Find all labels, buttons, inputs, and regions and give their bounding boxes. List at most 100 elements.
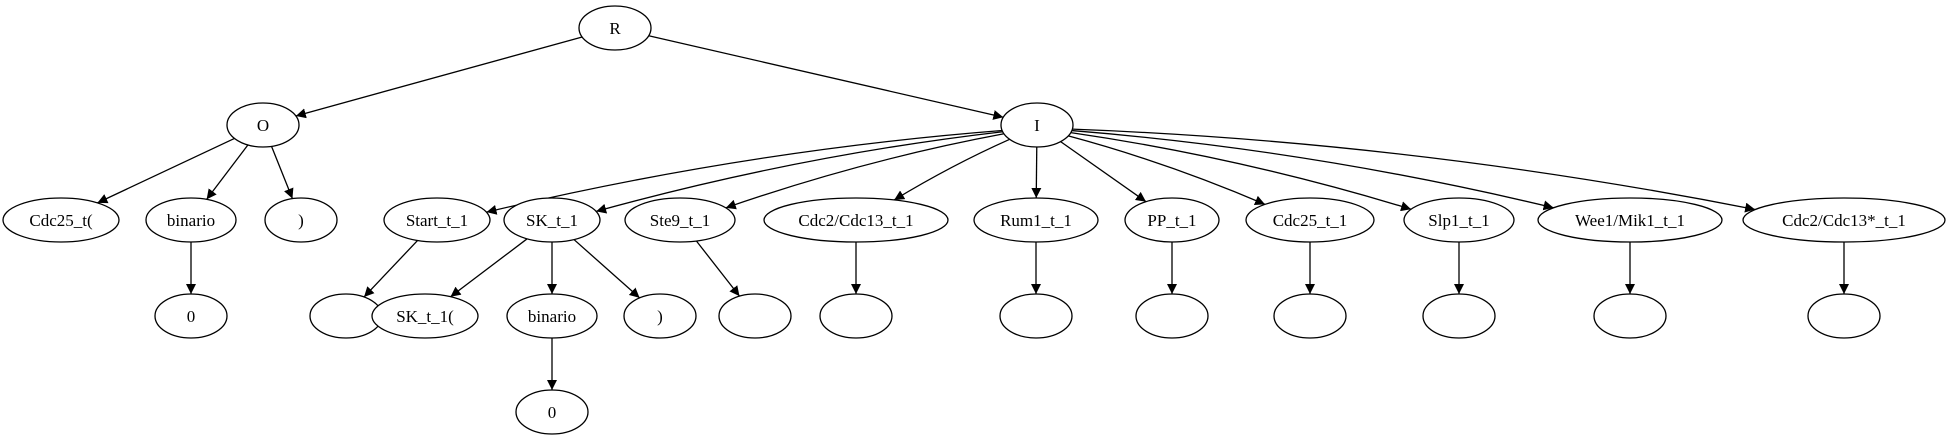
edge-I-to-start (486, 129, 1003, 215)
node-ellipse (1245, 197, 1375, 243)
node-ellipse (623, 293, 697, 339)
node-ellipse (1593, 293, 1667, 339)
node-ellipse (371, 293, 479, 339)
node-label: Rum1_t_1 (1000, 211, 1072, 230)
edge-I-to-rum1 (1031, 146, 1042, 199)
node-start: Start_t_1 (383, 197, 491, 243)
edge-sk-to-sk_paren (573, 239, 641, 299)
node-ellipse (1124, 197, 1220, 243)
node-label: Cdc2/Cdc13*_t_1 (1782, 211, 1906, 230)
node-label: SK_t_1 (526, 211, 578, 230)
node-label: binario (528, 307, 576, 326)
node-label: Cdc25_t( (29, 211, 93, 230)
node-label: ) (298, 211, 304, 230)
node-cdc2b: Cdc2/Cdc13*_t_1 (1742, 197, 1946, 243)
node-label: PP_t_1 (1147, 211, 1196, 230)
node-slp1: Slp1_t_1 (1403, 197, 1515, 243)
node-ellipse (154, 293, 228, 339)
node-ellipse (718, 293, 792, 339)
node-o-bin: binario (145, 197, 237, 243)
node-ellipse (999, 293, 1073, 339)
edge-O-to-o_paren (270, 146, 294, 199)
node-ellipse (1000, 102, 1074, 148)
node-ellipse (1807, 293, 1881, 339)
node-ste9-c (718, 293, 792, 339)
node-cdc2a-c (819, 293, 893, 339)
node-label: I (1034, 116, 1040, 135)
node-ellipse (503, 197, 601, 243)
edge-I-to-cdc2a (893, 138, 1010, 201)
node-ellipse (145, 197, 237, 243)
node-label: R (609, 19, 621, 38)
node-ellipse (1742, 197, 1946, 243)
node-cdc2b-c (1807, 293, 1881, 339)
node-label: ) (657, 307, 663, 326)
node-ellipse (1537, 197, 1723, 243)
node-o-cdc25: Cdc25_t( (2, 197, 120, 243)
node-ellipse (624, 197, 736, 243)
node-o-paren: ) (264, 197, 338, 243)
node-ellipse (1403, 197, 1515, 243)
node-ellipse (973, 197, 1099, 243)
edge-I-to-slp1 (1070, 131, 1412, 212)
node-sk-zero: 0 (515, 389, 589, 435)
edge-I-to-pp (1060, 141, 1147, 203)
node-I: I (1000, 102, 1074, 148)
node-cdc2a: Cdc2/Cdc13_t_1 (763, 197, 949, 243)
edge-I-to-cdc25 (1068, 135, 1266, 206)
edge-start-to-start_c (363, 240, 419, 298)
node-ste9: Ste9_t_1 (624, 197, 736, 243)
edge-O-to-o_cdc25 (97, 137, 235, 204)
node-ellipse (506, 293, 598, 339)
node-cdc25: Cdc25_t_1 (1245, 197, 1375, 243)
node-sk-paren: ) (623, 293, 697, 339)
node-ellipse (2, 197, 120, 243)
node-rum1: Rum1_t_1 (973, 197, 1099, 243)
node-start-c (309, 293, 383, 339)
node-label: binario (167, 211, 215, 230)
node-ellipse (264, 197, 338, 243)
edge-I-to-wee1 (1071, 129, 1554, 211)
node-label: SK_t_1( (396, 307, 454, 326)
edge-sk-to-sk_open (450, 238, 528, 298)
node-pp: PP_t_1 (1124, 197, 1220, 243)
node-ellipse (1273, 293, 1347, 339)
node-ellipse (515, 389, 589, 435)
node-sk-open: SK_t_1( (371, 293, 479, 339)
node-cdc25-c (1273, 293, 1347, 339)
node-ellipse (383, 197, 491, 243)
node-label: Wee1/Mik1_t_1 (1575, 211, 1685, 230)
node-wee1: Wee1/Mik1_t_1 (1537, 197, 1723, 243)
edge-R-to-I (648, 35, 1004, 120)
edge-I-to-sk (595, 131, 1003, 214)
edge-I-to-cdc2b (1072, 128, 1756, 213)
node-rum1-c (999, 293, 1073, 339)
node-ellipse (226, 102, 300, 148)
node-sk-bin: binario (506, 293, 598, 339)
node-label: 0 (187, 307, 196, 326)
edge-O-to-o_bin (206, 144, 249, 200)
node-wee1-c (1593, 293, 1667, 339)
node-ellipse (763, 197, 949, 243)
node-slp1-c (1422, 293, 1496, 339)
node-ellipse (578, 5, 652, 51)
node-ellipse (1135, 293, 1209, 339)
edge-ste9-to-ste9_c (695, 240, 741, 297)
node-label: Cdc2/Cdc13_t_1 (798, 211, 913, 230)
edge-R-to-O (295, 36, 583, 119)
node-O: O (226, 102, 300, 148)
edge-I-to-ste9 (725, 133, 1005, 210)
node-label: O (257, 116, 269, 135)
node-sk: SK_t_1 (503, 197, 601, 243)
node-label: Ste9_t_1 (650, 211, 710, 230)
node-ellipse (309, 293, 383, 339)
node-ellipse (819, 293, 893, 339)
node-label: Cdc25_t_1 (1273, 211, 1348, 230)
node-o-zero: 0 (154, 293, 228, 339)
node-pp-c (1135, 293, 1209, 339)
node-label: 0 (548, 403, 557, 422)
node-label: Start_t_1 (406, 211, 468, 230)
node-ellipse (1422, 293, 1496, 339)
node-R: R (578, 5, 652, 51)
